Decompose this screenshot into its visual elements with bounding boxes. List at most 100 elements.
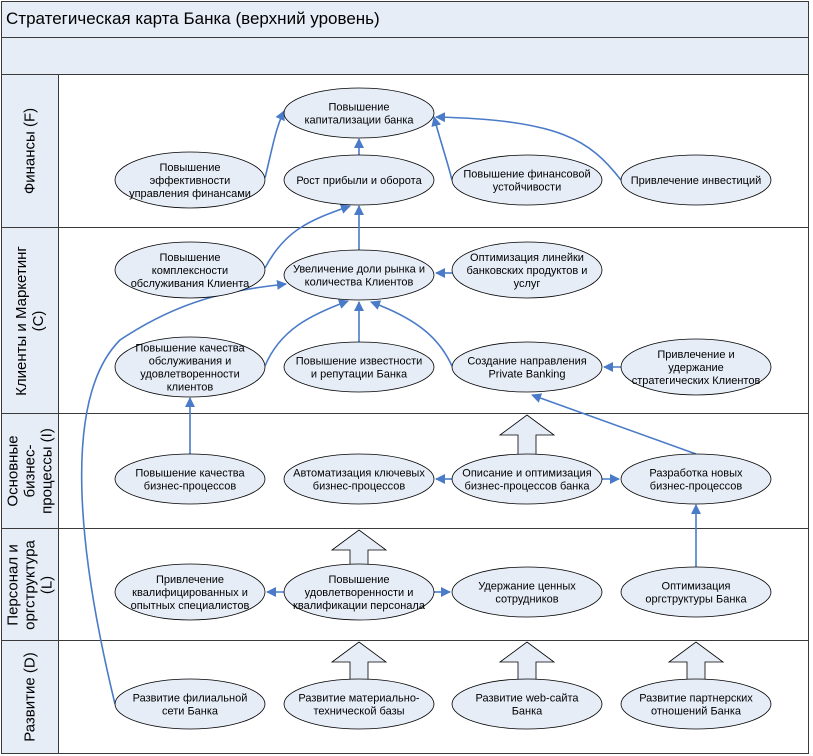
node-label: Повышение известности xyxy=(296,356,423,368)
node-label: Повышение xyxy=(328,102,389,114)
node-label: Развитие материально- xyxy=(298,693,420,705)
block-arrow-up-icon xyxy=(330,641,388,682)
node-ellipse xyxy=(114,453,266,505)
node-ellipse xyxy=(451,678,603,730)
node-label: технической базы xyxy=(313,706,404,718)
node-label: Привлечение инвестиций xyxy=(631,175,762,187)
block-arrow-up-icon xyxy=(330,529,388,567)
node-label: устойчивости xyxy=(493,182,561,194)
node-label: Банка xyxy=(512,706,543,718)
node-ellipse xyxy=(620,678,772,730)
node-label: обслуживания Клиента xyxy=(131,278,250,290)
block-arrow-up-icon xyxy=(498,641,556,682)
block-arrow-up-icon xyxy=(667,641,725,682)
node-label: Автоматизация ключевых xyxy=(293,468,425,480)
node-label: Оптимизация линейки xyxy=(470,252,584,264)
node-ellipse xyxy=(620,453,772,505)
node-label: удержание xyxy=(668,362,724,374)
node-label: Повышение xyxy=(159,162,220,174)
node-label: квалифицированных и xyxy=(132,587,248,599)
node-f-inv[interactable]: Привлечение инвестиций xyxy=(620,154,772,206)
node-ellipse xyxy=(620,566,772,618)
lane-label-processes: Основные бизнес- процессы (I) xyxy=(1,413,59,529)
connector-arrow xyxy=(531,393,697,455)
node-label: квалификации персонала xyxy=(293,600,426,612)
connector-arrow xyxy=(264,110,285,179)
node-label: услуг xyxy=(514,278,541,290)
node-label: Private Banking xyxy=(488,369,565,381)
node-label: бизнес-процессов банка xyxy=(465,481,591,493)
node-ellipse xyxy=(451,241,603,299)
node-label: Повышение качества xyxy=(135,343,245,355)
node-label: количества Клиентов xyxy=(305,277,414,289)
node-ellipse xyxy=(451,566,603,618)
node-f-profit[interactable]: Рост прибыли и оборота xyxy=(283,154,435,206)
node-ellipse xyxy=(283,453,435,505)
node-label: капитализации банка xyxy=(304,115,414,127)
node-label: Создание направления xyxy=(467,356,586,368)
node-ellipse xyxy=(283,154,435,206)
node-ellipse xyxy=(283,678,435,730)
node-ellipse xyxy=(114,241,266,299)
node-ellipse xyxy=(451,154,603,206)
node-ellipse xyxy=(283,87,435,139)
node-label: управления финансами xyxy=(129,188,251,200)
node-ellipse xyxy=(620,338,772,396)
node-d-mat[interactable]: Развитие материально-технической базы xyxy=(283,678,435,730)
node-label: Повышение xyxy=(328,574,389,586)
node-ellipse xyxy=(620,154,772,206)
node-label: Разработка новых xyxy=(649,468,743,480)
node-ellipse xyxy=(283,341,435,393)
node-label: Развитие партнерских xyxy=(639,693,753,705)
node-ellipse xyxy=(114,336,266,398)
node-label: банковских продуктов и xyxy=(467,265,588,277)
connector-arrow xyxy=(264,299,349,367)
connector-arrow xyxy=(370,300,453,367)
node-label: Удержание ценных xyxy=(478,581,576,593)
lane-label-development: Развитие (D) xyxy=(1,640,59,754)
node-label: удовлетворенности и xyxy=(305,587,414,599)
node-label: бизнес-процессов xyxy=(144,481,237,493)
block-arrow-up-icon xyxy=(498,414,556,457)
node-label: Оптимизация xyxy=(662,581,731,593)
node-label: Рост прибыли и оборота xyxy=(296,175,422,187)
node-label: комплексности xyxy=(152,265,228,277)
node-label: Привлечение xyxy=(156,574,224,586)
node-label: Описание и оптимизация xyxy=(462,468,591,480)
node-ellipse xyxy=(114,563,266,621)
connector-arrow xyxy=(264,204,351,269)
node-ellipse xyxy=(114,678,266,730)
node-label: клиентов xyxy=(167,382,214,394)
node-label: удовлетворенности xyxy=(140,369,240,381)
node-label: оргструктуры Банка xyxy=(645,594,747,606)
connector-arrow xyxy=(435,112,622,181)
node-ellipse xyxy=(451,453,603,505)
node-label: эффективности xyxy=(150,175,231,187)
lane-label-personnel: Персонал и оргструктура (L) xyxy=(1,528,59,641)
node-label: бизнес-процессов xyxy=(650,481,743,493)
node-ellipse xyxy=(283,563,435,621)
